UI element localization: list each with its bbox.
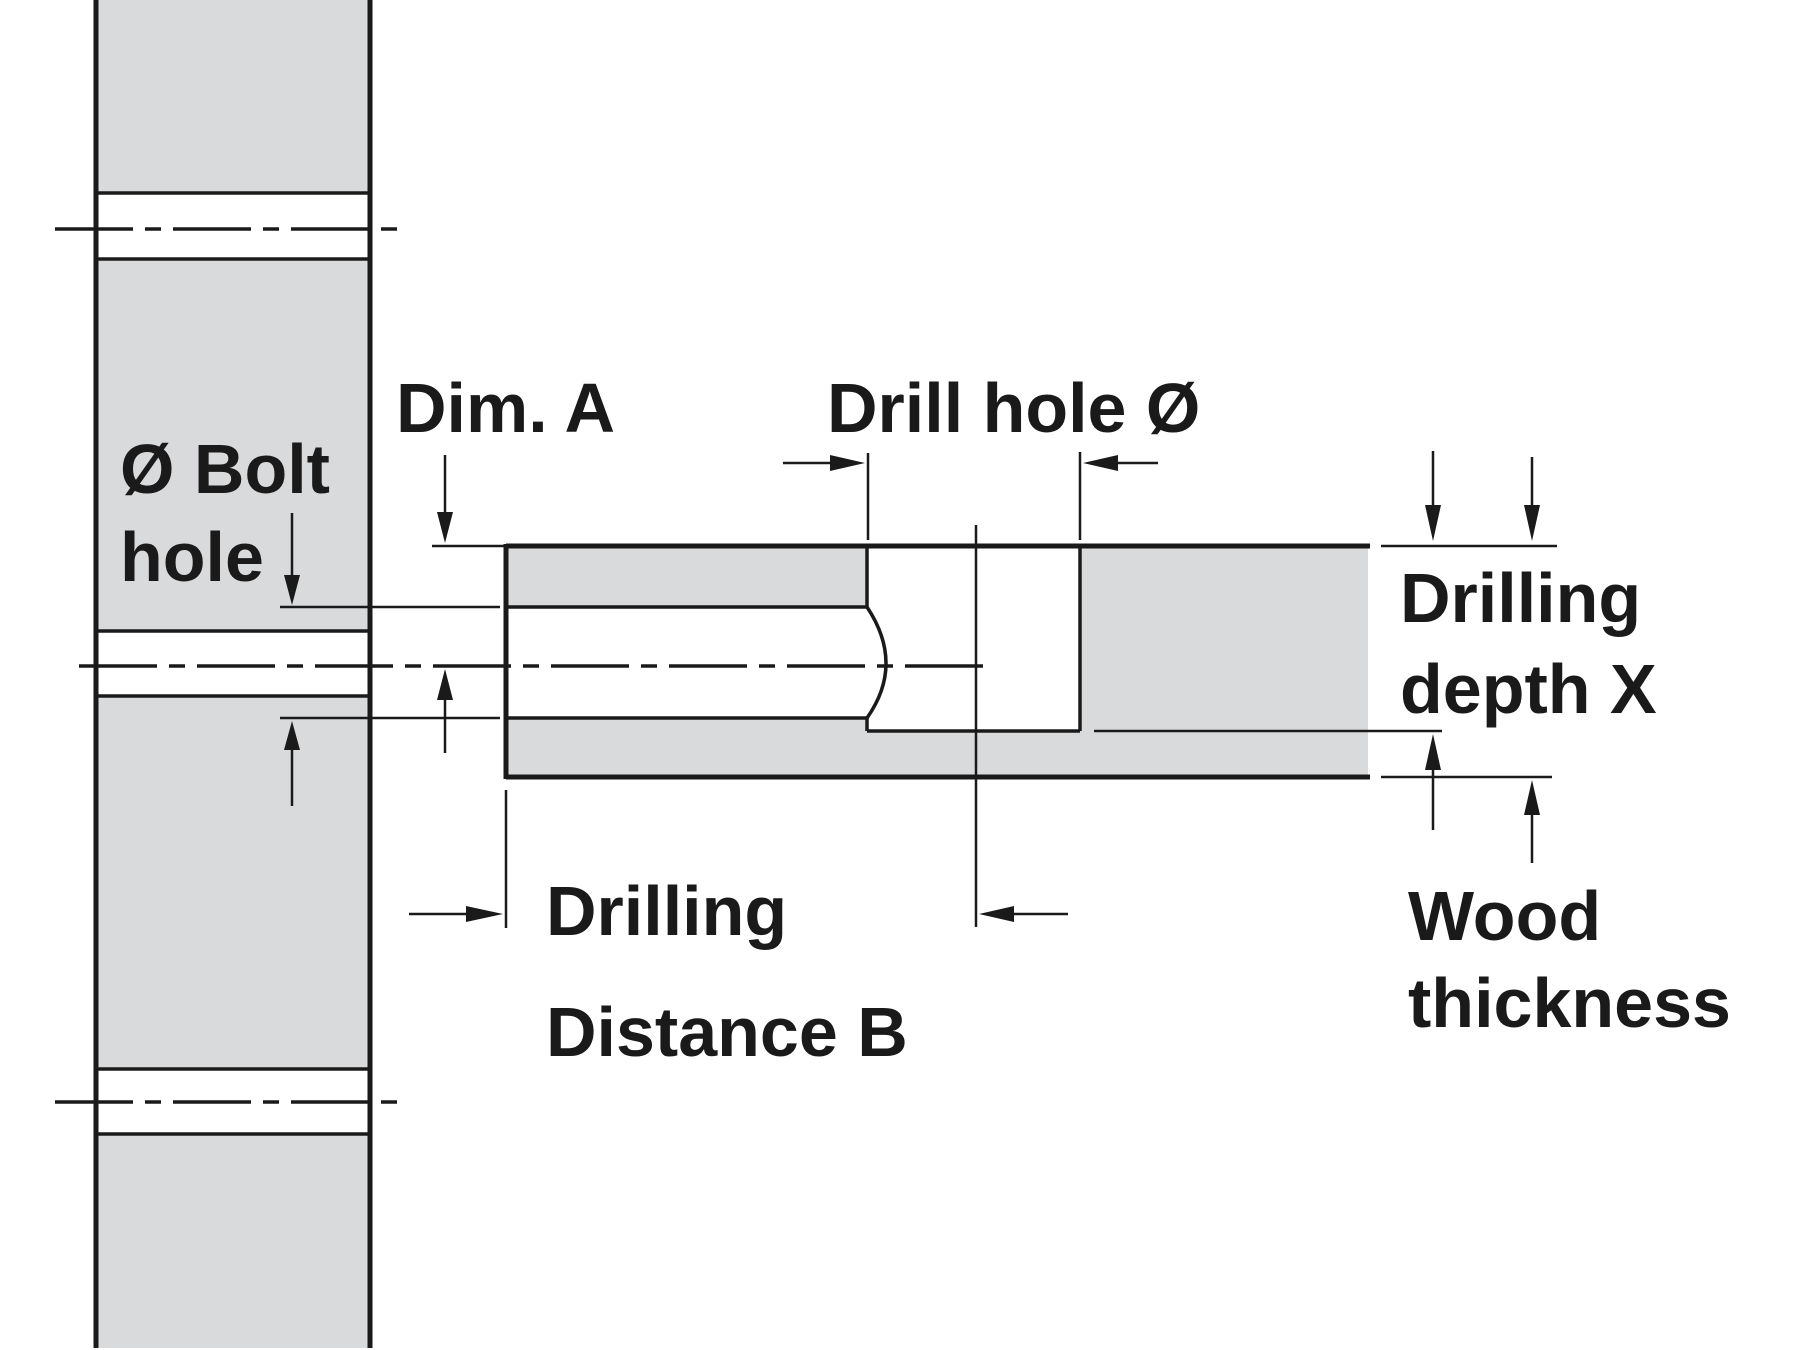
dimension-drill-hole: Drill hole Ø [783, 369, 1200, 540]
label-bolt-hole-line1: Ø Bolt [120, 430, 330, 508]
panel-hole-middle [98, 631, 368, 696]
arrow-up-icon [1524, 780, 1540, 815]
arrow-down-icon [1524, 505, 1540, 541]
arrow-up-icon [284, 721, 300, 750]
arrow-left-icon [979, 906, 1014, 922]
label-dim-a: Dim. A [396, 369, 615, 447]
arrow-down-icon [437, 512, 453, 543]
dimension-bolt-hole: Ø Bolt hole [120, 430, 500, 806]
arrow-right-icon [466, 906, 503, 922]
dimension-drilling-distance: Drilling Distance B [409, 790, 1068, 1071]
label-wood-thickness-line1: Wood [1408, 877, 1601, 955]
shelf-board [79, 525, 1370, 927]
label-drilling-distance-line1: Drilling [546, 872, 787, 950]
arrow-down-icon [284, 575, 300, 605]
dimension-a: Dim. A [396, 369, 615, 753]
label-drilling-depth-line2: depth X [1400, 650, 1657, 728]
panel-hole-top [98, 193, 368, 259]
label-bolt-hole-line2: hole [120, 518, 264, 596]
label-drilling-depth-line1: Drilling [1400, 559, 1641, 637]
arrow-left-icon [1083, 455, 1118, 471]
label-drilling-distance-line2: Distance B [546, 993, 908, 1071]
label-drill-hole: Drill hole Ø [827, 369, 1200, 447]
bolt-hole-cutout [508, 607, 886, 718]
arrow-up-icon [437, 669, 453, 700]
bolt-rounded-end [865, 606, 888, 720]
arrow-down-icon [1425, 505, 1441, 541]
dimension-wood-thickness: Wood thickness [1381, 457, 1731, 1042]
arrow-up-icon [1425, 734, 1441, 770]
dimension-drilling-depth: Drilling depth X [1094, 451, 1657, 830]
label-wood-thickness-line2: thickness [1408, 964, 1731, 1042]
arrow-right-icon [830, 455, 865, 471]
side-panel [55, 0, 405, 1348]
cam-hole-cutout [867, 548, 1080, 731]
